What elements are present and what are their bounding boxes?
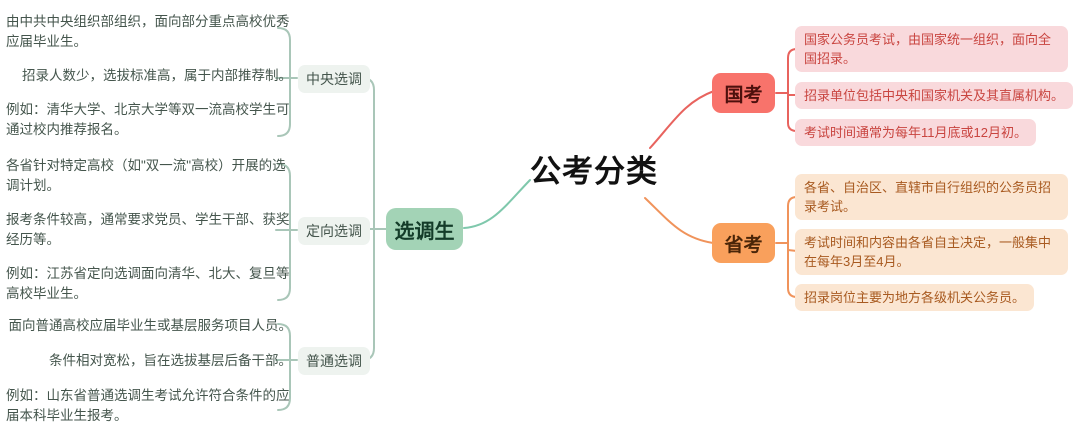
node-general-xuandiao[interactable]: 普通选调 bbox=[298, 347, 370, 375]
branch-line-xuandiaosheng bbox=[463, 179, 531, 229]
leaf-note[interactable]: 由中共中央组织部组织，面向部分重点高校优秀应届毕业生。 bbox=[6, 14, 290, 49]
branch-line-shengkao bbox=[644, 197, 714, 244]
leaf-note[interactable]: 考试时间和内容由各省自主决定，一般集中在每年3月至4月。 bbox=[795, 229, 1068, 275]
leaf-note[interactable]: 招录单位包括中央和国家机关及其直属机构。 bbox=[795, 82, 1074, 109]
leaf-note[interactable]: 各省针对特定高校（如"双一流"高校）开展的选调计划。 bbox=[6, 158, 286, 193]
leaf-note[interactable]: 例如：山东省普通选调生考试允许符合条件的应届本科毕业生报考。 bbox=[6, 388, 290, 423]
node-xuandiaosheng[interactable]: 选调生 bbox=[386, 208, 463, 250]
bracket-directional bbox=[275, 163, 298, 301]
directional-xuandiao-items: 各省针对特定高校（如"双一流"高校）开展的选调计划。 报考条件较高，通常要求党员… bbox=[6, 156, 292, 304]
node-shengkao[interactable]: 省考 bbox=[712, 223, 775, 263]
shengkao-leaf-lines bbox=[775, 196, 798, 298]
leaf-note[interactable]: 考试时间通常为每年11月底或12月初。 bbox=[795, 119, 1036, 146]
leaf-note[interactable]: 条件相对宽松，旨在选拔基层后备干部。 bbox=[49, 353, 292, 368]
shengkao-items: 各省、自治区、直辖市自行组织的公务员招录考试。 考试时间和内容由各省自主决定，一… bbox=[795, 174, 1080, 311]
general-xuandiao-items: 面向普通高校应届毕业生或基层服务项目人员。 条件相对宽松，旨在选拔基层后备干部。… bbox=[6, 316, 292, 426]
branch-line-guokao bbox=[649, 90, 715, 149]
central-xuandiao-items: 由中共中央组织部组织，面向部分重点高校优秀应届毕业生。 招录人数少，选拔标准高，… bbox=[6, 12, 292, 140]
leaf-note[interactable]: 国家公务员考试，由国家统一组织，面向全国招录。 bbox=[795, 26, 1068, 72]
guokao-leaf-lines bbox=[775, 48, 798, 132]
guokao-items: 国家公务员考试，由国家统一组织，面向全国招录。 招录单位包括中央和国家机关及其直… bbox=[795, 26, 1080, 146]
root-topic[interactable]: 公考分类 bbox=[530, 153, 658, 189]
leaf-note[interactable]: 例如：江苏省定向选调面向清华、北大、复旦等高校毕业生。 bbox=[6, 266, 290, 301]
leaf-note[interactable]: 各省、自治区、直辖市自行组织的公务员招录考试。 bbox=[795, 174, 1068, 220]
leaf-note[interactable]: 面向普通高校应届毕业生或基层服务项目人员。 bbox=[8, 318, 293, 333]
node-directional-xuandiao[interactable]: 定向选调 bbox=[298, 217, 370, 245]
leaf-note[interactable]: 例如：清华大学、北京大学等双一流高校学生可通过校内推荐报名。 bbox=[6, 102, 290, 137]
leaf-note[interactable]: 招录人数少，选拔标准高，属于内部推荐制。 bbox=[22, 68, 292, 83]
node-central-xuandiao[interactable]: 中央选调 bbox=[298, 65, 370, 93]
leaf-note[interactable]: 报考条件较高，通常要求党员、学生干部、获奖经历等。 bbox=[6, 212, 290, 247]
bracket-general bbox=[275, 323, 298, 411]
node-guokao[interactable]: 国考 bbox=[712, 73, 775, 113]
leaf-note[interactable]: 招录岗位主要为地方各级机关公务员。 bbox=[795, 284, 1035, 311]
bracket-central bbox=[275, 27, 298, 137]
